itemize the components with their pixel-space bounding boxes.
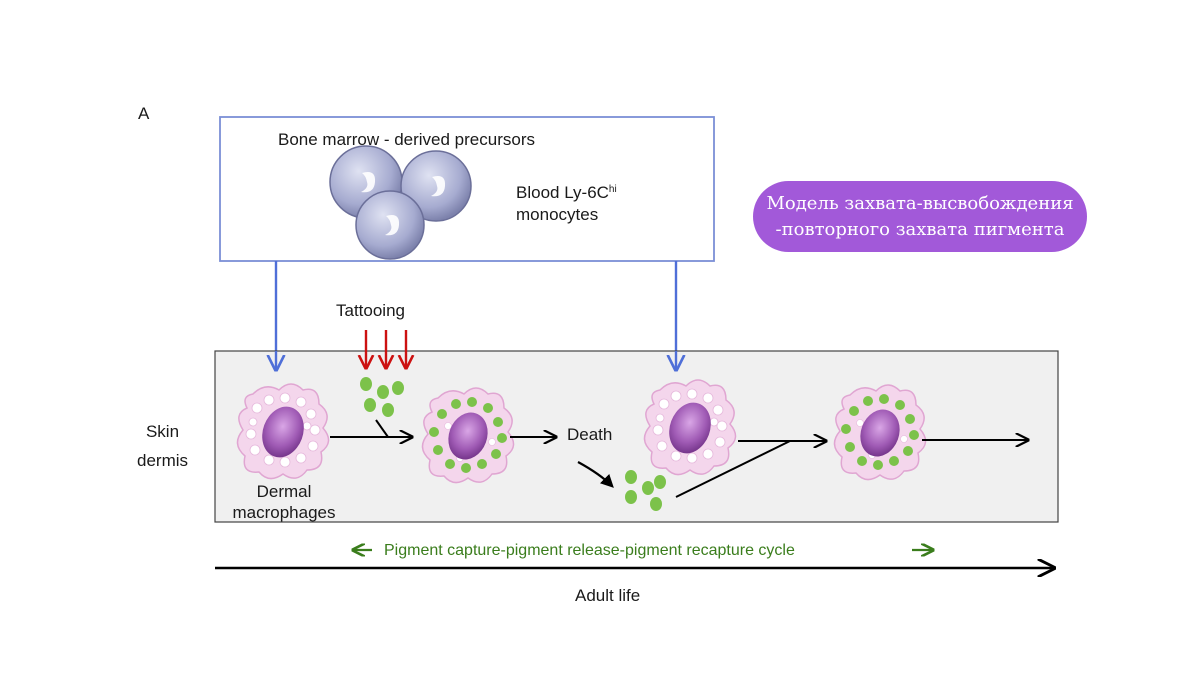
macrophage-new <box>643 379 737 476</box>
monocyte-label-line2: monocytes <box>516 205 599 224</box>
skin-dermis-label: Skin dermis <box>137 417 188 475</box>
skin-label-line2: dermis <box>137 451 189 470</box>
precursor-title: Bone marrow - derived precursors <box>278 130 535 149</box>
macrophage-pigment-laden <box>421 387 515 484</box>
monocyte-cell <box>400 150 472 222</box>
macrophage-label-line1: Dermal <box>256 482 312 501</box>
badge-line2: -повторного захвата пигмента <box>775 218 1065 240</box>
pigment-particles <box>360 377 404 417</box>
cycle-label: Pigment capture-pigment release-pigment … <box>384 542 795 559</box>
badge-line1: Модель захвата-высвобождения <box>766 192 1074 214</box>
adult-life-label: Adult life <box>575 586 641 605</box>
macrophage-label-line2: macrophages <box>232 503 336 522</box>
release-arrow <box>577 461 614 488</box>
tattooing-label: Tattooing <box>336 301 405 320</box>
dermal-macrophages-label: Dermal macrophages <box>229 481 339 523</box>
monocyte-label-line1: Blood Ly-6C <box>516 183 609 202</box>
released-pigment <box>625 470 666 511</box>
monocyte-cell <box>355 190 425 260</box>
macrophage-empty <box>236 383 330 480</box>
skin-label-line1: Skin <box>145 422 180 441</box>
panel-letter: A <box>138 104 150 123</box>
death-label: Death <box>567 425 613 444</box>
model-badge: Модель захвата-высвобождения -повторного… <box>753 181 1087 252</box>
macrophage-recaptured <box>833 384 927 481</box>
monocyte-label: Blood Ly-6Chi monocytes <box>516 179 617 226</box>
monocyte-label-sup: hi <box>608 184 617 195</box>
